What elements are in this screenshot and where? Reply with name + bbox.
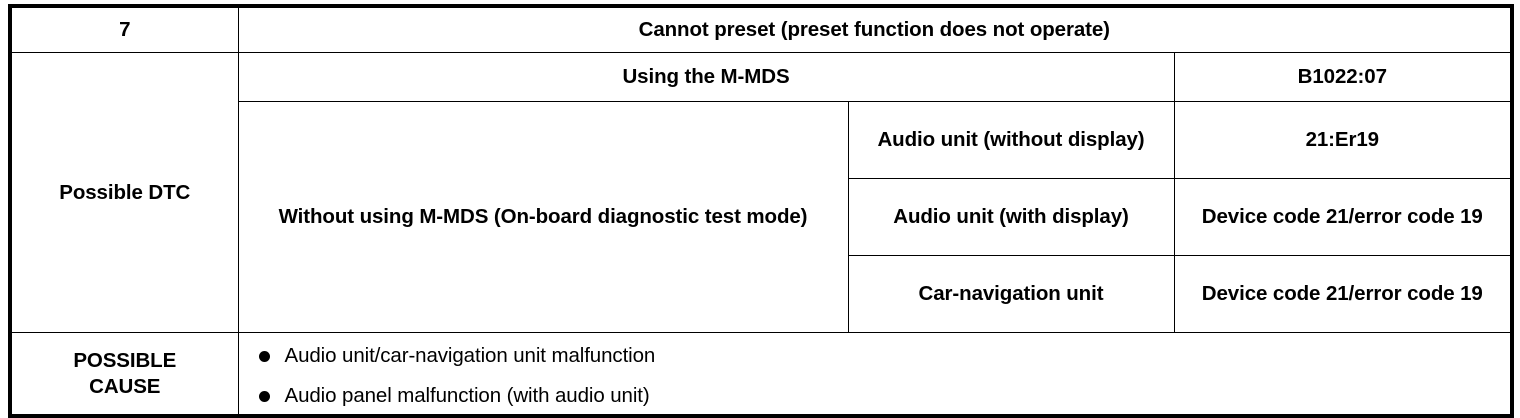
possible-dtc-label: Possible DTC [9, 52, 239, 333]
device-code-1: 21:Er19 [1173, 101, 1513, 179]
possible-cause-list: Audio unit/car-navigation unit malfuncti… [245, 343, 1505, 408]
possible-cause-label: POSSIBLE CAUSE [9, 332, 239, 417]
dtc-symptom-table: 7 Cannot preset (preset function does no… [8, 4, 1515, 418]
device-name-3: Car-navigation unit [847, 255, 1175, 333]
table-row-device-1: Without using M-MDS (On-board diagnostic… [10, 101, 1513, 333]
device-name-1: Audio unit (without display) [847, 101, 1175, 179]
symptom-index-number: 7 [9, 5, 239, 53]
without-mmds-label: Without using M-MDS (On-board diagnostic… [237, 101, 849, 333]
list-item: Audio panel malfunction (with audio unit… [245, 383, 1505, 409]
table-row-device-3: Car-navigation unit Device code 21/error… [10, 255, 1513, 333]
list-item-label: Audio unit/car-navigation unit malfuncti… [284, 344, 656, 367]
using-mmds-label: Using the M-MDS [237, 52, 1175, 102]
list-item-label: Audio panel malfunction (with audio unit… [284, 383, 650, 407]
list-item: Audio unit/car-navigation unit malfuncti… [245, 343, 1505, 369]
table-row-symptom: 7 Cannot preset (preset function does no… [9, 5, 1513, 53]
table-row-device-2: Audio unit (with display) Device code 21… [10, 178, 1513, 256]
possible-cause-cell: Audio unit/car-navigation unit malfuncti… [237, 332, 1513, 417]
device-code-3: Device code 21/error code 19 [1173, 255, 1513, 333]
device-code-2: Device code 21/error code 19 [1173, 178, 1513, 256]
using-mmds-code: B1022:07 [1173, 52, 1513, 102]
bullet-icon [258, 390, 270, 402]
table-row-possible-cause: POSSIBLE CAUSE Audio unit/car-navigation… [9, 332, 1513, 417]
bullet-icon [258, 351, 270, 362]
device-name-2: Audio unit (with display) [847, 178, 1175, 256]
symptom-description: Cannot preset (preset function does not … [237, 5, 1513, 53]
table-row-using-mmds: Possible DTC Using the M-MDS B1022:07 [9, 52, 1513, 333]
